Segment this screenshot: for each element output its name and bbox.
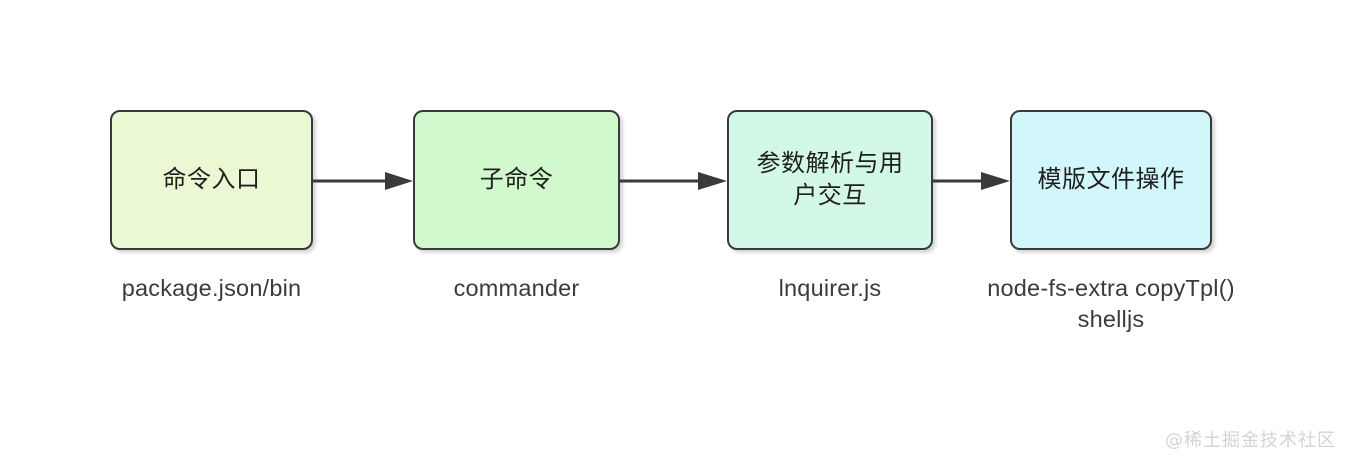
flow-node-command-entry[interactable]: 命令入口 — [110, 110, 313, 250]
flow-node-caption-arg-parsing: lnquirer.js — [778, 275, 882, 301]
flow-node-caption-template-ops: node-fs-extra copyTpl() shelljs — [987, 275, 1235, 333]
arrow-right-icon — [620, 172, 727, 190]
arrow-right-icon — [933, 172, 1010, 190]
flow-node-label: 命令入口 — [162, 166, 261, 194]
flow-node-label: 模版文件操作 — [1037, 166, 1185, 194]
flow-node-caption-subcommand: commander — [453, 275, 580, 301]
flow-node-arg-parsing[interactable]: 参数解析与用 户交互 — [727, 110, 933, 250]
flow-node-label: 子命令 — [479, 166, 554, 194]
flow-node-caption-command-entry: package.json/bin — [121, 275, 302, 301]
flow-node-template-ops[interactable]: 模版文件操作 — [1010, 110, 1212, 250]
arrow-right-icon — [313, 172, 413, 190]
flow-node-label: 参数解析与用 户交互 — [756, 150, 904, 209]
flow-node-subcommand[interactable]: 子命令 — [413, 110, 620, 250]
watermark: @稀土掘金技术社区 — [1165, 430, 1336, 451]
